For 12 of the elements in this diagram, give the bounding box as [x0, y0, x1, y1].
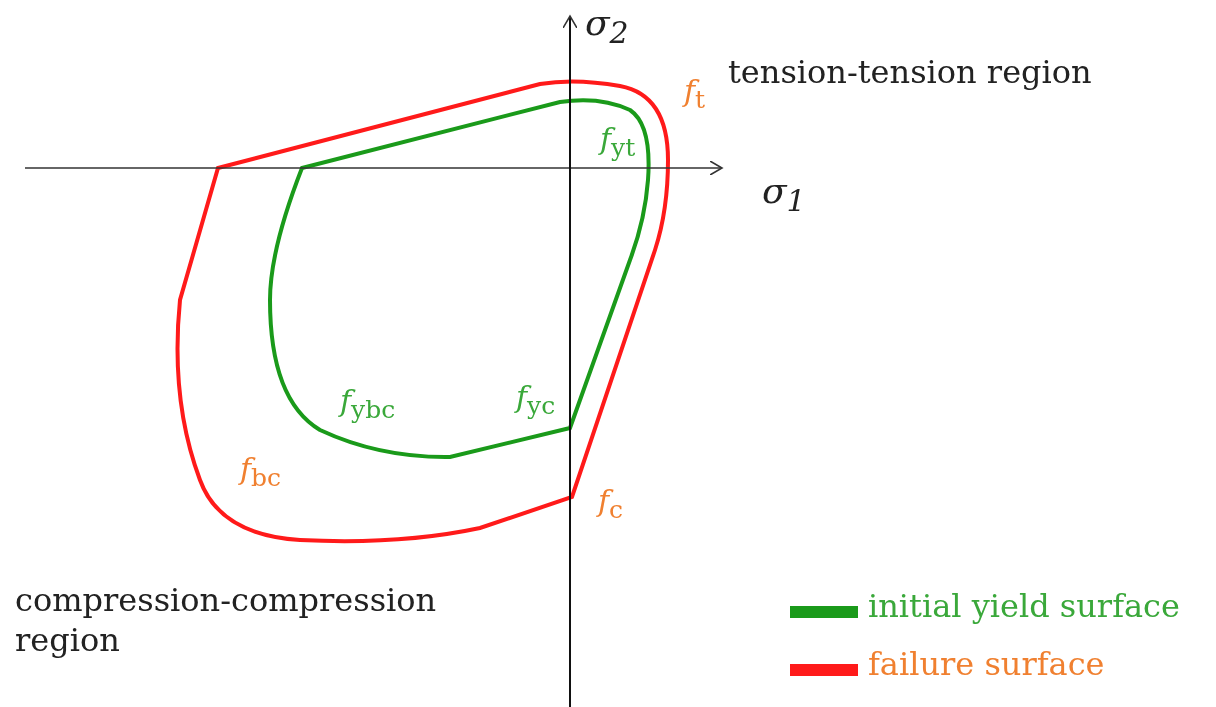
- curve-label: f$_{yt}$: [600, 120, 636, 164]
- axis-label: σ$_{1}$: [762, 169, 806, 220]
- region-label: compression-compression region: [15, 580, 438, 660]
- region-label: tension-tension region: [728, 52, 1092, 92]
- legend-label: failure surface: [868, 644, 1105, 684]
- curve-label: f$_{yc}$: [516, 378, 556, 422]
- curve-label: f$_{ybc}$: [340, 382, 396, 426]
- curve-label: f$_{t}$: [684, 72, 706, 116]
- axis-label: σ$_{2}$: [585, 1, 629, 52]
- curve-label: f$_{c}$: [598, 482, 624, 526]
- legend-label: initial yield surface: [868, 586, 1180, 626]
- curve-label: f$_{bc}$: [240, 450, 282, 494]
